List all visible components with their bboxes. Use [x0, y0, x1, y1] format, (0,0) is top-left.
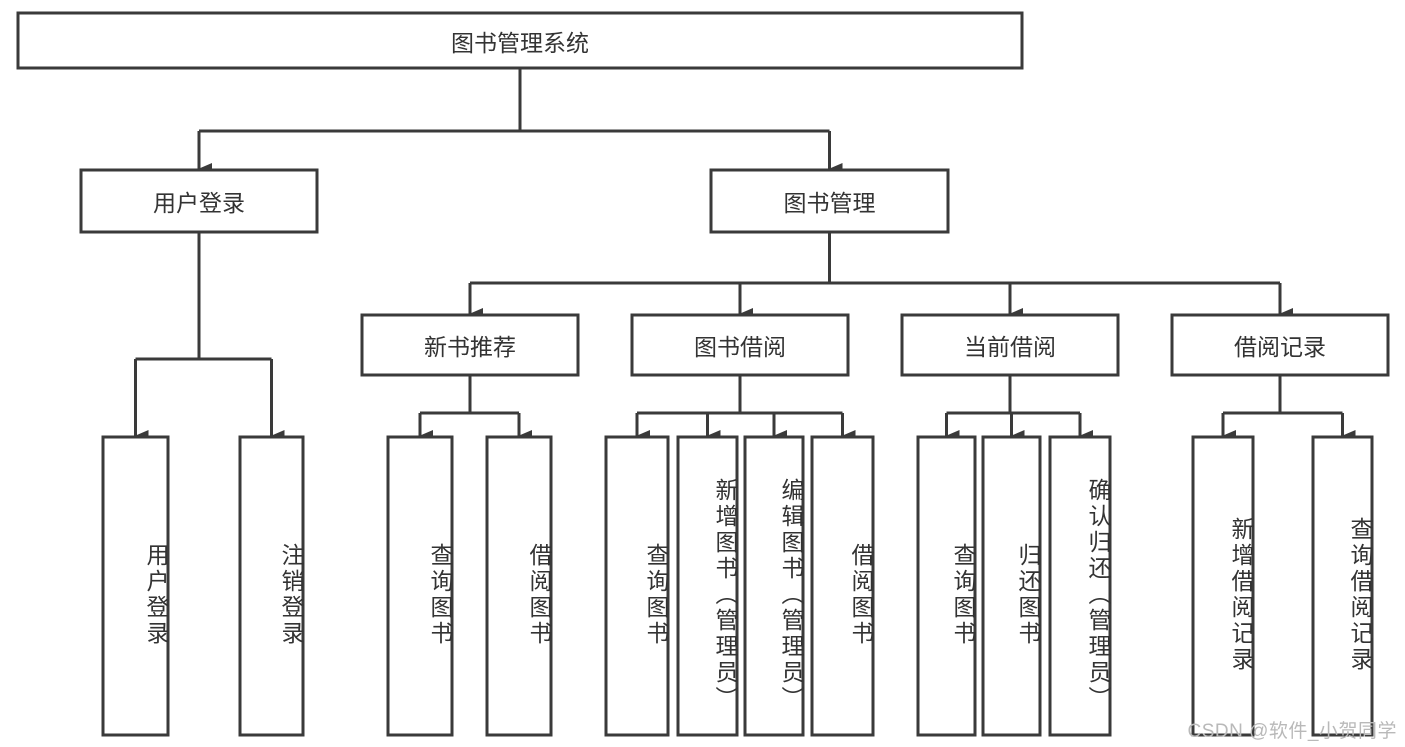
node-box-leaf-query-borrow-record[interactable] — [1311, 435, 1374, 737]
node-box-leaf-confirm-return[interactable] — [1048, 435, 1112, 737]
node-box-layer — [16, 11, 1390, 737]
node-box-leaf-add-borrow-record[interactable] — [1191, 435, 1255, 737]
node-box-book-borrow[interactable] — [630, 313, 850, 377]
node-box-leaf-add-book-admin[interactable] — [676, 435, 739, 737]
connector-layer — [134, 68, 1356, 442]
node-box-user-login[interactable] — [79, 168, 319, 234]
node-box-new-book-rec[interactable] — [360, 313, 580, 377]
node-box-root[interactable] — [16, 11, 1024, 70]
node-box-leaf-return-book[interactable] — [981, 435, 1042, 737]
node-box-book-manage[interactable] — [709, 168, 950, 234]
node-box-leaf-borrow-book-rec[interactable] — [485, 435, 553, 737]
node-box-leaf-query-book-rec[interactable] — [386, 435, 454, 737]
node-box-leaf-user-login[interactable] — [101, 435, 170, 737]
node-box-leaf-query-book-brw[interactable] — [604, 435, 670, 737]
node-box-leaf-borrow-book-brw[interactable] — [810, 435, 875, 737]
node-box-leaf-query-book-cur[interactable] — [916, 435, 977, 737]
node-box-leaf-user-logout[interactable] — [238, 435, 305, 737]
node-box-leaf-edit-book-admin[interactable] — [743, 435, 805, 737]
node-box-current-borrow[interactable] — [900, 313, 1120, 377]
node-box-borrow-record[interactable] — [1170, 313, 1390, 377]
